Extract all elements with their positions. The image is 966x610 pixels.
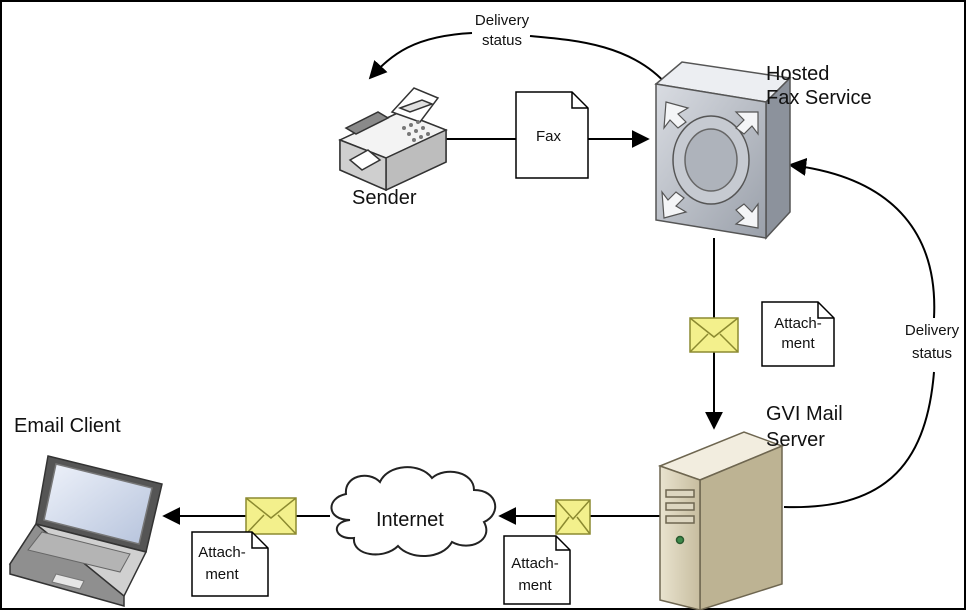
hosted-fax-server-icon [654,61,792,240]
attachment-document-icon [761,301,835,367]
delivery-status-right-line2: status [911,345,953,362]
envelope-icon [555,499,591,535]
hosted-fax-label-line1: Hosted [766,63,830,85]
attachment-label-line1: Attach- [774,315,822,332]
fax-document-icon [515,91,589,179]
delivery-top-curve-a [529,35,669,87]
laptop-icon [8,455,163,607]
delivery-right-curve-a [783,371,935,509]
mail-server-tower-icon [657,431,785,610]
attachment-label-line2: ment [205,566,239,583]
attachment-document-icon [191,531,269,597]
delivery-top-curve-b [368,32,473,80]
delivery-status-top-line1: Delivery [474,12,530,29]
delivery-status-right-line1: Delivery [904,322,960,339]
gvi-mail-label-line2: Server [766,429,825,451]
hosted-fax-label-line2: Fax Service [766,87,872,109]
attachment-label-line1: Attach- [198,544,246,561]
attachment-label-line1: Attach- [511,555,559,572]
internet-label: Internet [376,509,444,531]
fax-document-label: Fax [536,128,562,145]
attachment-document-icon [503,535,571,605]
envelope-icon [245,497,297,535]
sender-label: Sender [352,187,417,209]
connectors [162,32,936,525]
gvi-mail-label-line1: GVI Mail [766,403,843,425]
envelope-icon [689,317,739,353]
attachment-label-line2: ment [781,335,815,352]
fax-machine-icon [338,87,448,192]
attachment-label-line2: ment [518,577,552,594]
cloud-icon [330,466,497,558]
delivery-right-curve-b [788,157,936,319]
delivery-status-top-line2: status [481,32,523,49]
email-client-label: Email Client [14,415,121,437]
